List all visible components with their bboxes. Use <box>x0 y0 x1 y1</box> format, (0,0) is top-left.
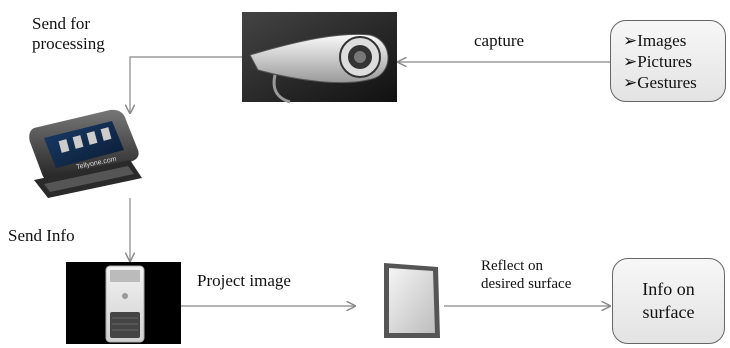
send-for-processing-line-1: Send for <box>32 14 91 33</box>
capture-label: capture <box>474 31 525 50</box>
output-box: Info on surface <box>612 258 725 344</box>
bullet-icon: ➢ <box>623 52 638 71</box>
send-for-processing-line-2: processing <box>32 34 105 53</box>
input-item-gestures: ➢Gestures <box>623 73 697 92</box>
output-line-1: Info on <box>642 279 695 299</box>
reflect-line-1: Reflect on <box>481 258 544 274</box>
arrow-send-processing <box>130 56 242 113</box>
input-item-pictures: ➢Pictures <box>623 52 693 71</box>
input-box: ➢Images ➢Pictures ➢Gestures <box>610 20 726 102</box>
project-image-label: Project image <box>197 271 291 290</box>
send-for-processing-label: Send for processing <box>32 14 105 54</box>
send-info-label: Send Info <box>8 226 75 245</box>
reflect-line-2: desired surface <box>481 276 572 292</box>
input-item-images: ➢Images <box>623 31 687 50</box>
output-line-2: surface <box>642 302 695 322</box>
reflect-label: Reflect on desired surface <box>481 257 571 293</box>
bullet-icon: ➢ <box>623 31 638 50</box>
bullet-icon: ➢ <box>623 73 638 92</box>
